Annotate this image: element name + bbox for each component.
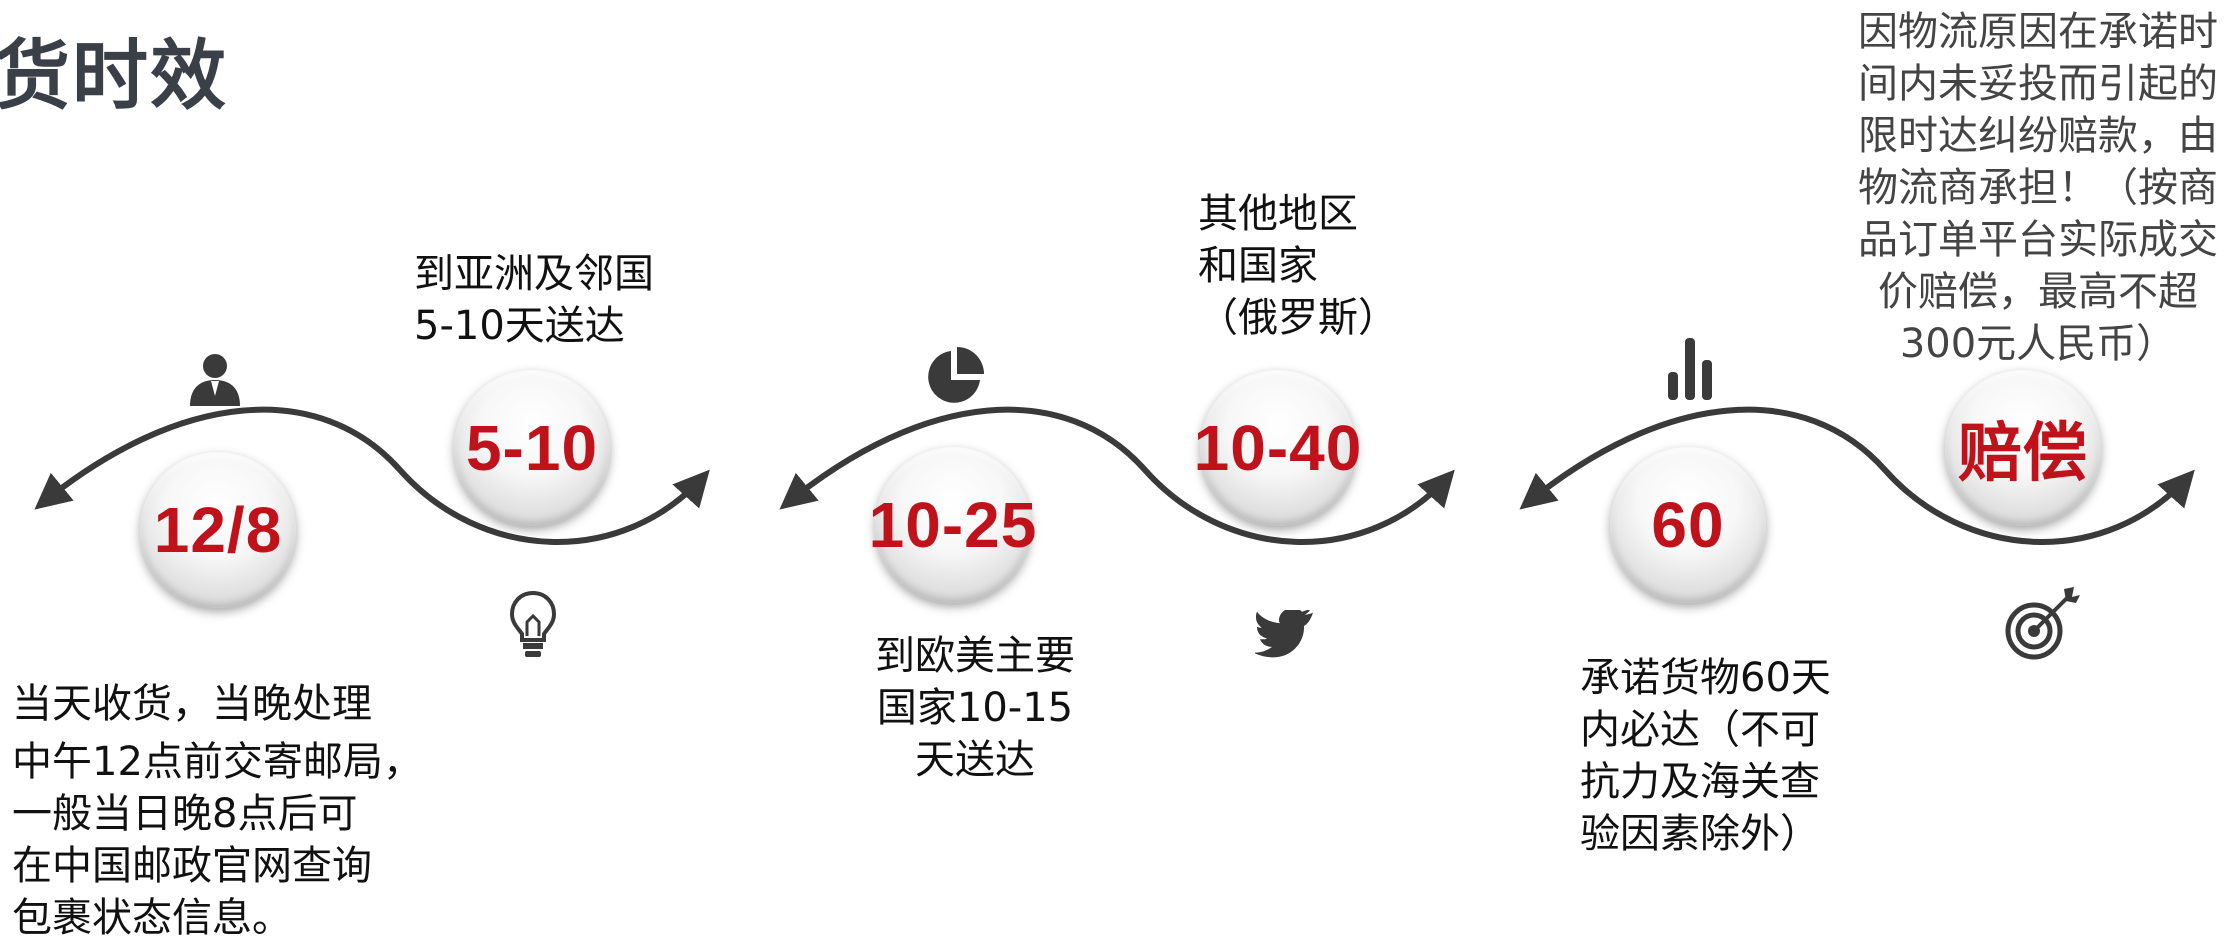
step-desc-6-line-4: 物流商承担！（按商 — [1858, 165, 2218, 211]
step-desc-1-line-4: 在中国邮政官网查询 — [12, 843, 372, 889]
step-circle-5: 60 — [1610, 447, 1766, 603]
step-circle-2: 5-10 — [454, 370, 610, 526]
step-desc-1-line-3: 一般当日晚8点后可 — [12, 791, 358, 837]
step-desc-6-line-6: 价赔偿，最高不超 — [1878, 269, 2198, 315]
step-desc-2: 到亚洲及邻国 5-10天送达 — [414, 248, 654, 352]
step-desc-4: 其他地区 和国家 （俄罗斯） — [1198, 188, 1398, 344]
lightbulb-icon — [509, 590, 557, 657]
step-value-2: 5-10 — [465, 412, 599, 484]
step-desc-5-line-1: 承诺货物60天 — [1580, 655, 1831, 701]
step-desc-4-line-3: （俄罗斯） — [1198, 295, 1398, 341]
step-desc-6-line-5: 品订单平台实际成交 — [1858, 217, 2218, 263]
twitter-bird-icon — [1255, 610, 1313, 658]
step-desc-4-line-1: 其他地区 — [1198, 191, 1358, 237]
bar-chart-icon — [1668, 338, 1712, 400]
step-desc-4-line-2: 和国家 — [1198, 243, 1318, 289]
step-circle-1: 12/8 — [140, 452, 296, 608]
step-value-1: 12/8 — [153, 494, 283, 566]
step-value-5: 60 — [1651, 489, 1725, 561]
step-value-3: 10-25 — [868, 489, 1038, 561]
step-desc-5-line-3: 抗力及海关查 — [1580, 759, 1820, 805]
target-icon — [2005, 587, 2080, 660]
step-desc-2-line-2: 5-10天送达 — [414, 303, 625, 349]
step-desc-5-line-4: 验因素除外） — [1580, 811, 1820, 857]
step-desc-1-line-5: 包裹状态信息。 — [12, 895, 292, 941]
step-desc-1-line-1: 当天收货，当晚处理 — [12, 681, 372, 727]
curve-segment-3 — [1519, 406, 2195, 545]
page-title: 货时效 — [0, 31, 228, 120]
step-desc-5-line-2: 内必达（不可 — [1580, 707, 1820, 753]
step-desc-6-line-1: 因物流原因在承诺时 — [1858, 9, 2218, 55]
step-value-6: 赔偿 — [1958, 417, 2088, 489]
step-desc-6-line-7: 300元人民币） — [1899, 321, 2177, 367]
step-desc-1-line-2: 中午12点前交寄邮局， — [12, 739, 423, 785]
pie-chart-icon — [928, 347, 984, 403]
step-desc-3: 到欧美主要 国家10-15 天送达 — [855, 630, 1095, 786]
curve-segment-2 — [779, 406, 1455, 545]
step-desc-1: 当天收货，当晚处理 中午12点前交寄邮局， 一般当日晚8点后可 在中国邮政官网查… — [12, 678, 423, 944]
step-value-4: 10-40 — [1193, 412, 1363, 484]
step-desc-6: 因物流原因在承诺时 间内未妥投而引起的 限时达纠纷赔款，由 物流商承担！（按商 … — [1840, 6, 2236, 370]
step-circle-3: 10-25 — [869, 447, 1036, 603]
step-desc-6-line-2: 间内未妥投而引起的 — [1858, 61, 2218, 107]
step-circle-4: 10-40 — [1194, 370, 1361, 526]
step-desc-5: 承诺货物60天 内必达（不可 抗力及海关查 验因素除外） — [1580, 652, 1831, 860]
step-desc-3-line-2: 国家10-15 — [876, 685, 1074, 731]
step-desc-3-line-3: 天送达 — [915, 737, 1035, 783]
curve-segment-1 — [34, 406, 710, 545]
step-desc-6-line-3: 限时达纠纷赔款，由 — [1858, 113, 2218, 159]
step-circle-6: 赔偿 — [1945, 370, 2101, 526]
step-desc-3-line-1: 到欧美主要 — [875, 633, 1075, 679]
person-icon — [190, 354, 240, 406]
step-desc-2-line-1: 到亚洲及邻国 — [414, 251, 654, 297]
